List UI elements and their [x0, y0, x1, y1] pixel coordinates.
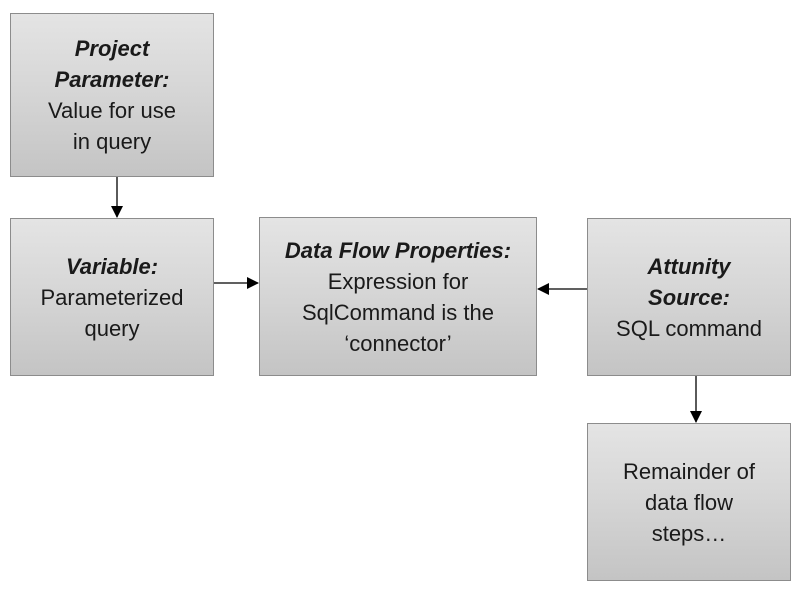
- remainder-body-line-2: data flow: [644, 489, 734, 515]
- project-parameter-body-line-1: Value for use: [47, 98, 176, 123]
- project-parameter-title-line-2: Parameter:: [54, 67, 170, 92]
- remainder-body-line-3: steps…: [651, 520, 727, 546]
- attunity-source-box: Attunity Source: SQL command: [587, 218, 791, 376]
- project-parameter-title-line-1: Project: [74, 36, 150, 61]
- attunity-source-body-line-1: SQL command: [616, 315, 762, 341]
- attunity-source-title-line-2: Source:: [648, 284, 730, 310]
- data-flow-properties-body-line-2: SqlCommand is the: [302, 299, 494, 325]
- data-flow-properties-body-line-1: Expression for: [327, 268, 469, 294]
- variable-body-line-2: query: [84, 315, 140, 341]
- project-parameter-body-line-2: in query: [72, 129, 152, 154]
- remainder-body-line-1: Remainder of: [622, 458, 756, 484]
- variable-body-line-1: Parameterized: [40, 284, 184, 310]
- project-parameter-box: Project Parameter: Value for use in quer…: [10, 13, 214, 177]
- data-flow-properties-box: Data Flow Properties: Expression for Sql…: [259, 217, 537, 376]
- variable-box: Variable: Parameterized query: [10, 218, 214, 376]
- remainder-steps-box: Remainder of data flow steps…: [587, 423, 791, 581]
- data-flow-properties-title: Data Flow Properties:: [284, 237, 512, 263]
- variable-title: Variable:: [65, 253, 159, 279]
- data-flow-properties-body-line-3: ‘connector’: [344, 330, 452, 356]
- attunity-source-title-line-1: Attunity: [647, 253, 731, 279]
